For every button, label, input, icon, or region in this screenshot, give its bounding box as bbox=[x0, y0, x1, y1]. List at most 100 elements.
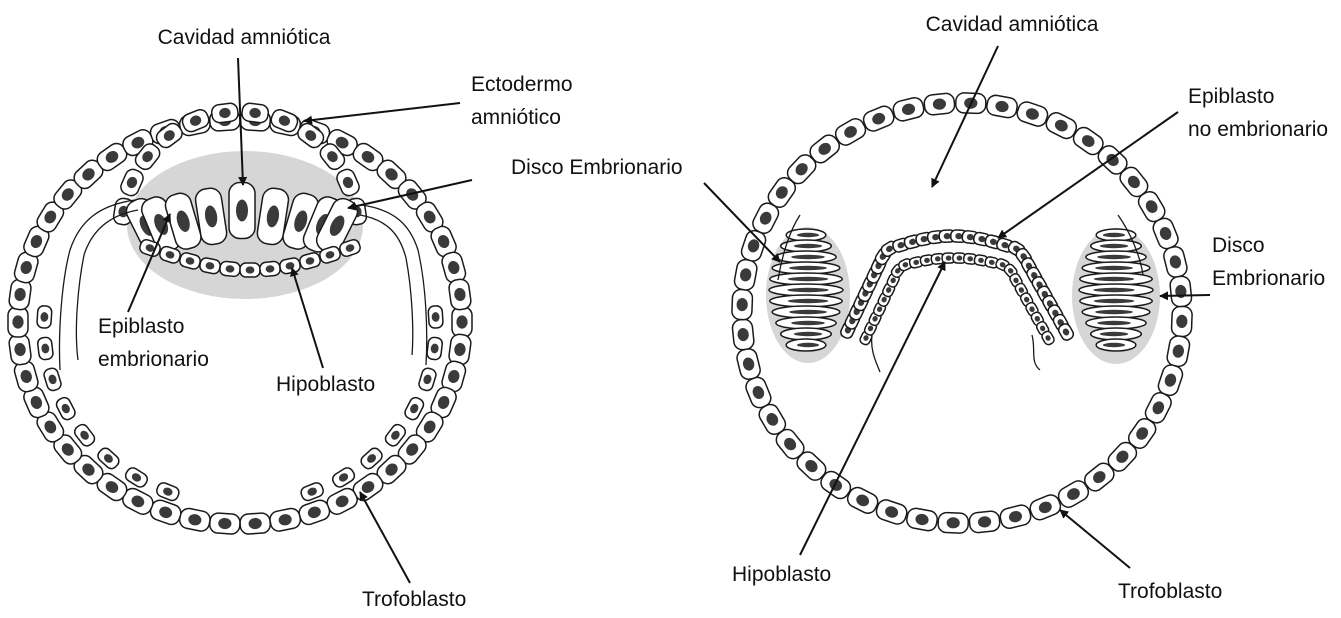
disc-cell bbox=[1082, 306, 1150, 318]
cell bbox=[330, 466, 356, 490]
cell bbox=[1166, 335, 1191, 368]
disc-cell bbox=[776, 251, 836, 263]
disc-cell-nucleus bbox=[788, 299, 829, 303]
disc-cell-nucleus bbox=[1093, 288, 1134, 292]
cell bbox=[178, 507, 211, 533]
cell bbox=[299, 481, 325, 502]
cell bbox=[923, 93, 955, 116]
disc-cell bbox=[786, 339, 826, 351]
disc-cell-nucleus bbox=[797, 233, 819, 237]
cell bbox=[448, 278, 472, 310]
cell bbox=[240, 263, 260, 277]
cell bbox=[1015, 100, 1050, 129]
left-membrane-left bbox=[59, 200, 138, 370]
cell bbox=[905, 507, 938, 532]
left-label-disco: Disco Embrionario bbox=[511, 156, 683, 179]
disc-cell-nucleus bbox=[1094, 277, 1135, 281]
cell bbox=[969, 510, 1001, 533]
disc-cell bbox=[1082, 262, 1150, 274]
arrow-left-trofoblasto bbox=[360, 492, 410, 583]
left-label-ectodermo-line1: Ectodermo bbox=[471, 73, 573, 96]
disc-cell bbox=[769, 284, 843, 296]
left-label-epiblasto-line1: Epiblasto bbox=[98, 315, 184, 338]
cell bbox=[1169, 276, 1192, 308]
cell bbox=[8, 307, 28, 337]
cell bbox=[37, 306, 52, 329]
right-label-hipoblasto: Hipoblasto bbox=[732, 563, 831, 586]
left-label-ectodermo-line2: amniótico bbox=[471, 106, 561, 129]
cell bbox=[219, 261, 240, 277]
arrow-right-disco-right bbox=[1160, 295, 1210, 296]
arrow-right-trofoblasto bbox=[1060, 510, 1130, 568]
left-membrane-right bbox=[360, 205, 427, 365]
disc-cell bbox=[1080, 295, 1152, 307]
right-label-disco-line1: Disco bbox=[1212, 234, 1265, 257]
cell bbox=[55, 396, 78, 422]
arrow-left-ectodermo bbox=[304, 103, 460, 121]
disc-cell bbox=[770, 295, 842, 307]
cell bbox=[268, 507, 301, 533]
disc-cell-nucleus bbox=[789, 266, 827, 270]
disc-cell-nucleus bbox=[1103, 343, 1125, 347]
cell bbox=[241, 102, 269, 123]
cell bbox=[452, 307, 472, 337]
disc-cell-nucleus bbox=[788, 277, 829, 281]
cell-nucleus bbox=[12, 315, 23, 328]
cell bbox=[209, 513, 240, 535]
disc-cell-nucleus bbox=[1100, 244, 1128, 248]
cell bbox=[229, 183, 255, 239]
cell-nucleus bbox=[246, 266, 255, 273]
cell-nucleus bbox=[236, 200, 248, 222]
disc-cell bbox=[1096, 339, 1136, 351]
cell bbox=[123, 466, 149, 490]
left-label-hipoblasto: Hipoblasto bbox=[276, 373, 375, 396]
right-label-cavidad: Cavidad amniótica bbox=[926, 13, 1099, 36]
disc-cell-nucleus bbox=[1097, 255, 1131, 259]
cell bbox=[732, 289, 753, 320]
disc-cell bbox=[781, 328, 832, 340]
cell bbox=[8, 278, 32, 310]
cell bbox=[418, 367, 438, 392]
cell bbox=[448, 333, 472, 365]
disc-cell bbox=[1080, 273, 1152, 285]
cell bbox=[999, 503, 1033, 530]
cell bbox=[37, 337, 53, 360]
cell bbox=[861, 104, 896, 134]
disc-cell-nucleus bbox=[794, 244, 822, 248]
disc-cell-nucleus bbox=[789, 310, 827, 314]
arrow-right-cavidad bbox=[932, 46, 998, 187]
disc-cell-nucleus bbox=[794, 332, 822, 336]
left-label-trofoblasto: Trofoblasto bbox=[362, 588, 466, 611]
cell bbox=[733, 258, 758, 291]
left-figure bbox=[8, 102, 472, 534]
right-label-epiblasto-line2: no embrionario bbox=[1188, 118, 1328, 141]
cell bbox=[1028, 492, 1063, 522]
disc-cell bbox=[776, 317, 836, 329]
disc-cell bbox=[1079, 284, 1153, 296]
right-figure bbox=[732, 93, 1193, 534]
cell bbox=[938, 512, 969, 533]
disc-cell-nucleus bbox=[791, 321, 825, 325]
cell bbox=[8, 333, 32, 365]
disc-cell bbox=[772, 306, 840, 318]
cell bbox=[1171, 306, 1192, 337]
cell-nucleus bbox=[456, 315, 467, 328]
disc-cell-nucleus bbox=[1100, 332, 1128, 336]
disc-cell-nucleus bbox=[1095, 310, 1133, 314]
disc-cell bbox=[1091, 240, 1142, 252]
disc-cell bbox=[1091, 328, 1142, 340]
cell bbox=[211, 102, 239, 123]
cell bbox=[892, 96, 926, 123]
left-label-cavidad: Cavidad amniótica bbox=[158, 26, 331, 49]
disc-cell bbox=[770, 273, 842, 285]
cell bbox=[297, 498, 332, 527]
cell bbox=[985, 94, 1018, 119]
cell bbox=[732, 319, 755, 351]
cell bbox=[428, 306, 443, 329]
disc-cell-nucleus bbox=[1103, 233, 1125, 237]
cell bbox=[43, 367, 63, 392]
right-label-disco-line2: Embrionario bbox=[1212, 267, 1325, 290]
right-label-trofoblasto: Trofoblasto bbox=[1118, 580, 1222, 603]
